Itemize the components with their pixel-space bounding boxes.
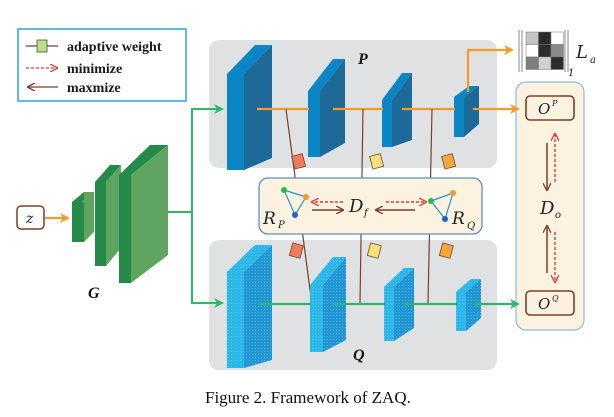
attention-matrix-cell (538, 31, 552, 45)
teacher-label-p: P (357, 51, 368, 68)
legend-label-maxmize: maxmize (67, 81, 121, 96)
legend-label-adaptive-weight: adaptive weight (67, 40, 162, 55)
attention-matrix-cell (550, 31, 564, 45)
p-layer-4 (454, 86, 479, 137)
figure-caption: Figure 2. Framework of ZAQ. (205, 388, 411, 407)
attention-matrix-cell (538, 44, 552, 58)
r-q-subscript: Q (467, 221, 475, 232)
adaptive-weight-1-p (291, 153, 307, 170)
attention-matrix-cell (525, 31, 539, 45)
r-p-label: R (262, 209, 276, 229)
z-label: z (25, 211, 34, 227)
attention-matrix (525, 31, 564, 70)
l-a-subscript: a (590, 55, 596, 66)
z-noise-box (16, 205, 45, 230)
d-f-subscript: f (363, 208, 370, 219)
legend-label-minimize: minimize (67, 62, 122, 77)
d-o-label: D (539, 198, 555, 219)
g-to-q-arrow (191, 212, 224, 308)
l-a-label: L (575, 42, 588, 63)
output-panel (515, 81, 585, 331)
g-to-p-arrow (191, 104, 224, 212)
o-p-label: O (538, 100, 550, 118)
o-q-label: O (538, 295, 550, 313)
output-p-box (525, 95, 575, 121)
adaptive-weight-2-q (366, 242, 382, 259)
output-q-box (525, 290, 575, 316)
teacher-network-layers (227, 45, 479, 170)
p-layer-2 (308, 59, 345, 157)
attention-matrix-cell (525, 44, 539, 58)
adaptive-weight-boxes (288, 153, 457, 259)
r-q-label: R (451, 209, 465, 229)
student-label-q: Q (353, 347, 365, 364)
generator-label: G (88, 285, 100, 302)
q-layer-1 (227, 245, 272, 368)
o-q-superscript: Q (552, 294, 559, 303)
d-f-label: D (348, 196, 364, 217)
adaptive-weight-1-q (288, 242, 304, 259)
o-p-superscript: P (551, 99, 558, 108)
relation-graph-q-icon (428, 190, 456, 222)
r-p-subscript: P (277, 220, 285, 231)
adaptive-weight-2-p (369, 153, 385, 170)
d-o-subscript: o (555, 210, 561, 221)
teacher-panel-p (209, 40, 497, 168)
generator-g (72, 145, 168, 283)
norm-subscript: 1 (568, 68, 574, 79)
feature-relation-box (258, 177, 483, 235)
relation-graph-p-icon (281, 187, 309, 218)
p-to-attention-loss-arrow (466, 45, 514, 92)
attention-matrix-cell (550, 44, 564, 58)
adaptive-weight-legend-icon (26, 39, 58, 53)
p-layer-1 (227, 45, 272, 170)
adaptive-weight-3-q (438, 242, 454, 259)
adaptive-weight-3-p (441, 153, 457, 170)
attention-matrix-cell (538, 56, 552, 70)
attention-matrix-cell (525, 56, 539, 70)
legend: adaptive weight minimize maxmize (17, 28, 187, 102)
attention-matrix-cell (550, 56, 564, 70)
